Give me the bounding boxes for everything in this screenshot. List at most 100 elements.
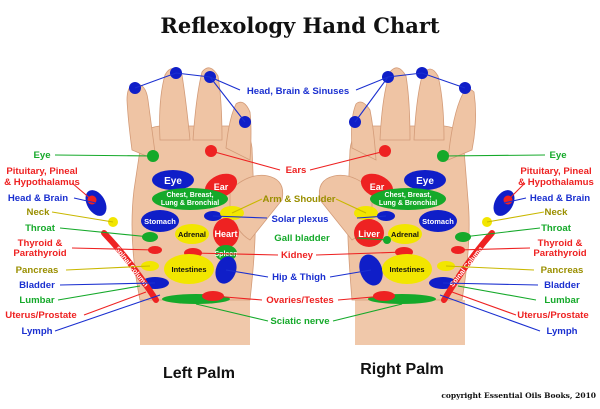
left-ear-zone-label: Ear <box>214 182 229 192</box>
pancreas-line-left <box>65 265 151 271</box>
left-label-bladder: Bladder <box>19 280 55 291</box>
ovaries-line-right <box>337 295 385 301</box>
head-line-right <box>355 76 389 91</box>
ears-line-right <box>309 150 386 171</box>
pancreas-line-right <box>445 265 535 271</box>
right-label-bladder: Bladder <box>544 280 580 291</box>
thyroid-line-right <box>457 247 531 251</box>
left-label-uterus: Uterus/Prostate <box>5 310 76 321</box>
center-labels: Head, Brain & Sinuses Ears Arm & Shoulde… <box>247 86 349 327</box>
arm-line-right <box>335 198 367 214</box>
right-label-throat: Throat <box>541 223 572 234</box>
left-adrenal-zone <box>175 224 209 244</box>
kidney-line-right <box>315 251 405 256</box>
eye-line-right <box>442 154 546 157</box>
left-side-labels: Eye Pituitary, Pineal & Hypothalamus Hea… <box>4 150 80 337</box>
right-label-thyroid-2: Parathyroid <box>533 248 586 259</box>
right-label-eye: Eye <box>549 150 566 161</box>
throat-line-right <box>462 227 541 238</box>
left-fingertip-line <box>134 72 246 123</box>
ears-line-left <box>210 150 281 171</box>
right-label-pituitary-2: & Hypothalamus <box>518 177 594 188</box>
lumbar-line-left <box>57 285 141 301</box>
lymph-line-right <box>439 294 541 332</box>
left-stomach-zone <box>141 210 179 232</box>
label-solar-plexus: Solar plexus <box>271 214 328 225</box>
right-adrenal-zone <box>388 224 422 244</box>
right-eye-zone <box>404 170 446 190</box>
pituitary-line-right <box>507 182 526 201</box>
right-stomach-zone-label: Stomach <box>422 217 454 226</box>
right-label-pancreas: Pancreas <box>541 265 584 276</box>
eye-line-left <box>54 154 154 157</box>
left-intestines-zone <box>164 254 214 284</box>
left-spleen-zone <box>215 245 237 261</box>
label-hip-thigh: Hip & Thigh <box>272 272 326 283</box>
arm-line-left <box>231 198 263 214</box>
right-palm-caption: Right Palm <box>360 361 444 378</box>
right-intestines-zone-label: Intestines <box>389 265 424 274</box>
left-palm-caption: Left Palm <box>163 365 235 382</box>
left-label-eye: Eye <box>33 150 50 161</box>
right-label-lumbar: Lumbar <box>544 295 579 306</box>
hip-line-right <box>329 269 372 278</box>
left-label-thyroid-2: Parathyroid <box>13 248 66 259</box>
left-chest-zone-label-1: Chest, Breast, <box>166 192 213 199</box>
thyroid-line-left <box>71 247 156 251</box>
label-sciatic-nerve: Sciatic nerve <box>270 316 329 327</box>
label-head-brain-sinuses: Head, Brain & Sinuses <box>247 86 349 97</box>
pituitary-line-left <box>71 182 93 201</box>
left-label-pituitary-2: & Hypothalamus <box>4 177 80 188</box>
left-eye-zone <box>152 170 194 190</box>
head-line-left <box>209 76 241 91</box>
throat-line-left <box>59 227 151 238</box>
ovaries-line-left <box>212 295 263 301</box>
right-chest-zone <box>370 188 446 210</box>
leader-lines <box>51 72 546 332</box>
left-label-pancreas: Pancreas <box>16 265 59 276</box>
copyright-text: copyright Essential Oils Books, 2010 <box>441 391 596 400</box>
right-label-neck: Neck <box>545 207 569 218</box>
bladder-line-left <box>59 282 156 286</box>
right-side-labels: Eye Pituitary, Pineal & Hypothalamus Hea… <box>517 150 594 337</box>
gall-line <box>356 237 388 241</box>
right-label-thyroid-1: Thyroid & <box>538 238 583 249</box>
label-gall-bladder: Gall bladder <box>274 233 330 244</box>
left-spleen-zone-label: Spleen <box>215 251 238 258</box>
right-liver-zone <box>354 219 384 247</box>
left-adrenal-zone-label: Adrenal <box>178 230 206 239</box>
left-label-throat: Throat <box>25 223 56 234</box>
right-chest-zone-label-2: Lung & Bronchial <box>379 200 437 207</box>
right-stomach-zone <box>419 210 457 232</box>
right-adrenal-zone-label: Adrenal <box>391 230 419 239</box>
label-ears: Ears <box>286 165 307 176</box>
left-label-neck: Neck <box>27 207 51 218</box>
left-label-lumbar: Lumbar <box>19 295 54 306</box>
uterus-line-right <box>451 291 517 316</box>
right-label-pituitary-1: Pituitary, Pineal <box>520 166 591 177</box>
right-eye-zone-label: Eye <box>416 176 434 187</box>
hip-line-left <box>225 269 269 278</box>
left-label-head-brain: Head & Brain <box>8 193 68 204</box>
left-pinky <box>126 83 157 161</box>
right-spinal-column <box>441 230 495 303</box>
left-stomach-zone-label: Stomach <box>144 217 176 226</box>
lymph-line-left <box>54 294 161 332</box>
right-label-lymph: Lymph <box>546 326 577 337</box>
left-middle-finger <box>192 67 223 141</box>
right-fingertip-line <box>354 72 466 123</box>
lumbar-line-right <box>457 285 537 301</box>
left-heart-zone-label: Heart <box>214 229 237 239</box>
kidney-line-left <box>192 252 279 256</box>
left-label-thyroid-1: Thyroid & <box>18 238 63 249</box>
solar-line-left <box>212 215 268 219</box>
headbrain-line-right <box>503 197 527 204</box>
solar-line-right <box>356 215 387 219</box>
left-wrist <box>140 300 250 345</box>
neck-line-left <box>51 211 114 223</box>
right-hand <box>318 67 476 345</box>
right-label-uterus: Uterus/Prostate <box>517 310 588 321</box>
right-label-head-brain: Head & Brain <box>530 193 590 204</box>
